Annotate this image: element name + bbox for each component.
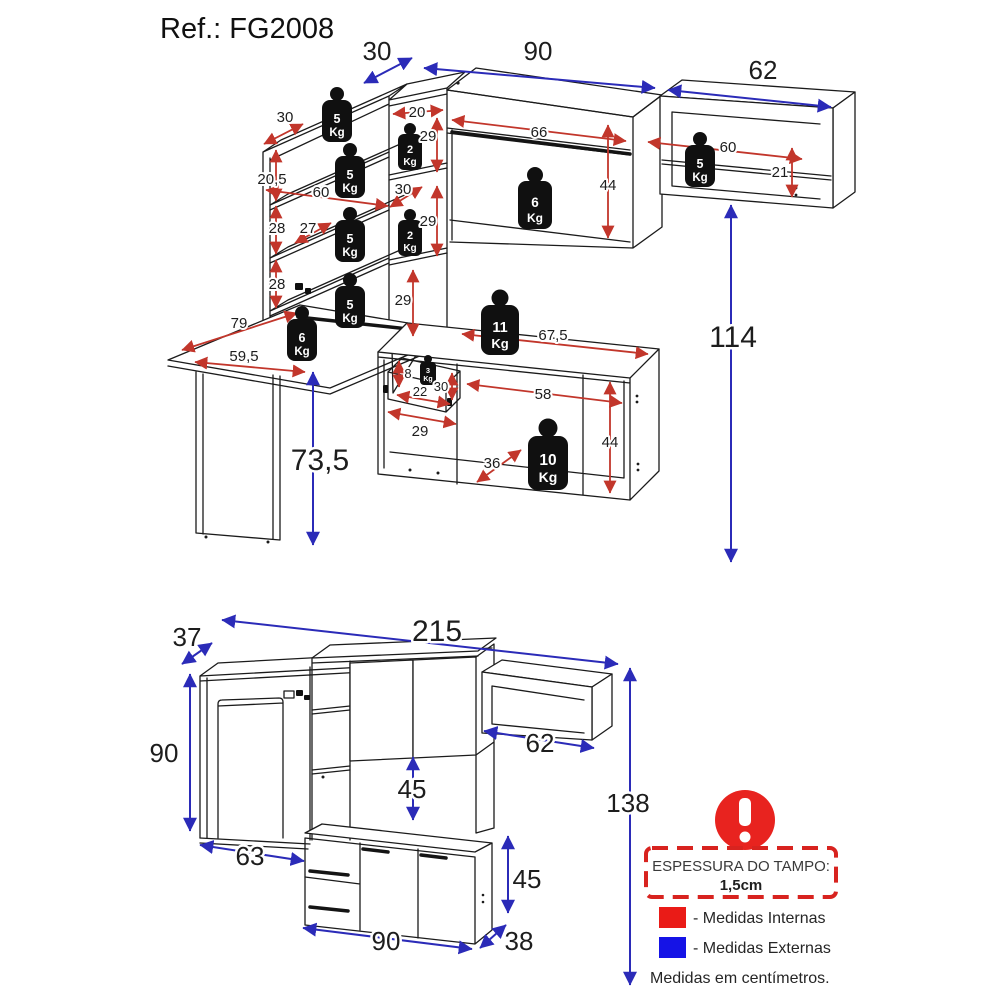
dim-middle-gap: 45 — [398, 774, 427, 804]
external-color-swatch — [659, 937, 686, 958]
dim-left-unit-width: 60 — [313, 184, 330, 201]
page-title: Ref.: FG2008 — [160, 13, 334, 45]
top-view-external-arrows — [306, 57, 832, 563]
svg-text:Kg: Kg — [527, 211, 543, 225]
dim-left-unit-depth: 30 — [277, 109, 294, 126]
svg-text:Kg: Kg — [342, 247, 357, 259]
bottom-view-external-arrows — [181, 614, 637, 986]
svg-text:Kg: Kg — [692, 172, 707, 184]
svg-text:Kg: Kg — [329, 127, 344, 139]
svg-text:Kg: Kg — [491, 336, 508, 351]
dim-base-top-width: 67,5 — [538, 327, 567, 344]
svg-text:5: 5 — [697, 157, 704, 171]
weight-icon-table: 6Kg — [287, 306, 317, 361]
dim-left-unit-gap-b: 28 — [269, 276, 286, 293]
dim-base-left-width: 29 — [412, 423, 429, 440]
svg-text:5: 5 — [334, 112, 341, 126]
svg-text:11: 11 — [492, 320, 507, 336]
dim-table-width: 59,5 — [229, 348, 258, 365]
dim-table-height: 73,5 — [291, 444, 349, 477]
svg-text:Kg: Kg — [403, 157, 416, 168]
dim-mid-cabinet-inner-height: 44 — [600, 177, 617, 194]
svg-text:5: 5 — [347, 232, 354, 246]
bottom-view-labels: 215 37 90 63 45 62 138 45 90 38 — [147, 613, 652, 959]
dim-base-depth: 36 — [484, 455, 501, 472]
svg-text:10: 10 — [539, 452, 556, 469]
thickness-title: ESPESSURA DO TAMPO: — [652, 858, 830, 875]
dim-right-cabinet-inner-height: 21 — [772, 164, 789, 181]
weight-icon-column-b: 2Kg — [398, 209, 422, 256]
dim-mid-cabinet-width: 90 — [524, 36, 553, 66]
dim-base-width: 90 — [372, 926, 401, 956]
dim-left-height: 90 — [150, 738, 179, 768]
weight-icons-top-view: 5Kg 5Kg 5Kg 5Kg 6Kg 2Kg 2Kg 6Kg 5Kg 11Kg… — [287, 87, 715, 490]
dim-left-unit-top-gap: 20,5 — [257, 171, 286, 188]
svg-text:Kg: Kg — [403, 243, 416, 254]
weight-icon-shelf3: 5Kg — [335, 207, 365, 262]
top-view-labels: 30 20,5 60 28 27 28 79 59,5 73,5 30 20 2… — [227, 34, 790, 480]
internal-color-swatch — [659, 907, 686, 928]
weight-icon-shelf2: 5Kg — [335, 143, 365, 198]
svg-text:Kg: Kg — [342, 183, 357, 195]
svg-text:6: 6 — [531, 195, 539, 210]
weight-icon-drawer: 3Kg — [420, 355, 436, 385]
warning-icon — [715, 790, 775, 850]
svg-text:6: 6 — [299, 331, 306, 345]
dim-column-gap-c: 29 — [395, 292, 412, 309]
dim-drawer-depth: 30 — [434, 379, 448, 394]
svg-text:2: 2 — [407, 230, 413, 242]
weight-icon-mid-cabinet: 6Kg — [518, 167, 552, 229]
dim-column-inner-depth: 30 — [395, 181, 412, 198]
dim-column-gap-b: 29 — [420, 213, 437, 230]
dim-table-length: 79 — [231, 315, 248, 332]
svg-text:Kg: Kg — [342, 313, 357, 325]
dim-base-depth: 38 — [505, 926, 534, 956]
units-note: Medidas em centímetros. — [650, 970, 830, 987]
svg-text:5: 5 — [347, 298, 354, 312]
weight-icon-right-cabinet: 5Kg — [685, 132, 715, 187]
dim-base-height: 45 — [513, 864, 542, 894]
thickness-callout-box — [644, 846, 838, 899]
dim-shelf-width: 62 — [526, 728, 555, 758]
dim-left-width: 63 — [236, 841, 265, 871]
dim-wall-height: 114 — [709, 321, 757, 354]
legend: ESPESSURA DO TAMPO: 1,5cm - Medidas Inte… — [644, 790, 838, 987]
weight-icon-shelf4: 5Kg — [335, 273, 365, 328]
dim-base-inner-width: 58 — [535, 386, 552, 403]
dim-left-unit-gap-a: 28 — [269, 220, 286, 237]
dim-right-cabinet-width: 62 — [749, 55, 778, 85]
external-measures-label: - Medidas Externas — [693, 940, 831, 957]
dim-total-height: 138 — [606, 788, 649, 818]
dim-base-inner-height: 44 — [602, 434, 619, 451]
dim-drawer-width: 22 — [413, 384, 427, 399]
internal-measures-label: - Medidas Internas — [693, 910, 826, 927]
svg-text:5: 5 — [347, 168, 354, 182]
svg-text:Kg: Kg — [423, 376, 432, 383]
svg-text:Kg: Kg — [539, 469, 558, 485]
weight-icon-column-a: 2Kg — [398, 123, 422, 170]
svg-text:Kg: Kg — [294, 346, 309, 358]
dim-mid-cabinet-inner-width: 66 — [531, 124, 548, 141]
svg-text:2: 2 — [407, 144, 413, 156]
dim-column-width: 20 — [409, 104, 426, 121]
dim-total-width: 215 — [412, 615, 462, 648]
dim-right-cabinet-inner-width: 60 — [720, 139, 737, 156]
dim-drawer-height: 8 — [404, 366, 411, 381]
dim-left-unit-shelf-depth: 27 — [300, 220, 317, 237]
dim-column-depth: 30 — [363, 36, 392, 66]
thickness-value: 1,5cm — [720, 877, 763, 894]
svg-text:3: 3 — [426, 366, 430, 375]
dim-column-gap-a: 29 — [420, 128, 437, 145]
dim-left-depth: 37 — [173, 622, 202, 652]
weight-icon-shelf1: 5Kg — [322, 87, 352, 142]
